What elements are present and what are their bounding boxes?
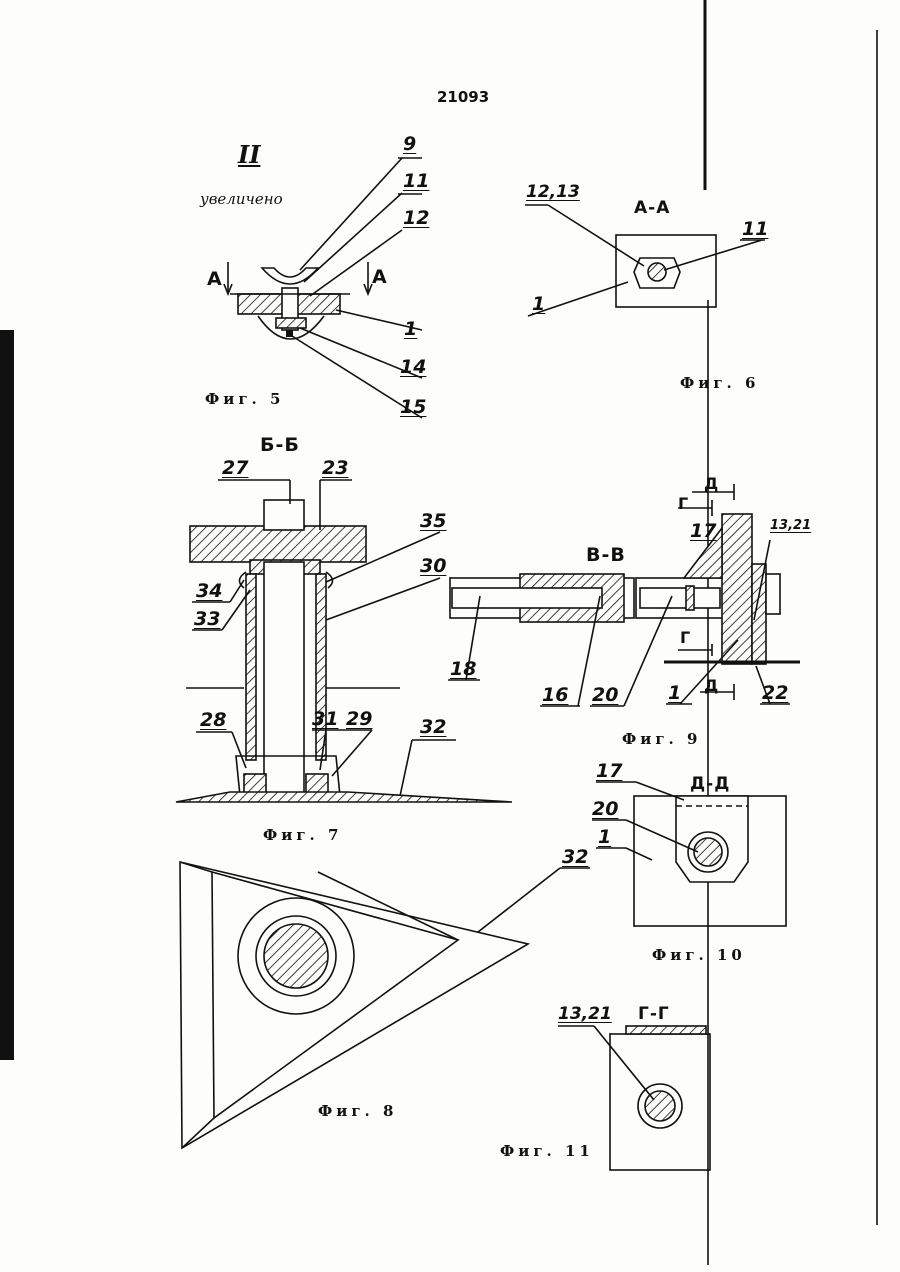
fig7-drawing	[176, 480, 512, 802]
fig9-caption: Фиг. 9	[622, 730, 701, 748]
fig5-note: увеличено	[200, 190, 283, 208]
fig9-section-label: В-В	[586, 544, 626, 566]
fig11-caption: Фиг. 11	[500, 1142, 594, 1160]
fig7-callout-33: 33	[194, 608, 220, 630]
fig9-callout-17: 17	[690, 520, 716, 542]
fig5-callout-1: 1	[404, 318, 417, 340]
fig7-callout-28: 28	[200, 709, 226, 731]
fig7-caption: Фиг. 7	[263, 826, 342, 844]
fig9-section-mark-g-bottom: Г	[680, 628, 691, 647]
fig5-section-mark-left: А	[207, 268, 223, 290]
fig7-callout-27: 27	[222, 457, 248, 479]
fig7-callout-30: 30	[420, 555, 446, 577]
fig6-callout-11: 11	[742, 218, 768, 240]
fig6-drawing	[525, 205, 765, 316]
fig5-callout-14: 14	[400, 356, 426, 378]
fig6-section-label: А-А	[634, 198, 670, 218]
fig9-section-mark-d-top: Д	[704, 474, 719, 493]
fig6-caption: Фиг. 6	[680, 374, 759, 392]
fig5-callout-15: 15	[400, 396, 426, 418]
fig7-callout-31: 31	[312, 708, 338, 730]
fig9-callout-18: 18	[450, 658, 476, 680]
fig9-drawing	[448, 484, 800, 706]
fig10-callout-20: 20	[592, 798, 618, 820]
fig8-caption: Фиг. 8	[318, 1102, 397, 1120]
fig9-section-mark-g-top: Г	[678, 494, 689, 513]
fig11-section-label: Г-Г	[638, 1004, 670, 1024]
fig5-callout-11: 11	[403, 170, 429, 192]
fig10-drawing	[592, 782, 786, 926]
fig7-section-label: Б-Б	[260, 434, 300, 456]
fig7-callout-23: 23	[322, 457, 348, 479]
fig8-callout-32: 32	[562, 846, 588, 868]
fig9-callout-1: 1	[668, 682, 681, 704]
fig9-section-mark-d-bottom: Д	[704, 676, 719, 695]
fig9-callout-20: 20	[592, 684, 618, 706]
fig5-section-roman: II	[238, 140, 260, 169]
fig6-callout-12-13: 12,13	[526, 182, 580, 202]
page-number: 21093	[437, 88, 489, 106]
fig5-callout-12: 12	[403, 207, 429, 229]
fig11-callout-13-21: 13,21	[558, 1004, 612, 1024]
fig10-callout-1: 1	[598, 826, 611, 848]
fig9-callout-13-21: 13,21	[770, 518, 811, 533]
fig7-callout-32: 32	[420, 716, 446, 738]
fig5-caption: Фиг. 5	[205, 390, 284, 408]
fig7-callout-34: 34	[196, 580, 222, 602]
fig10-section-label: Д-Д	[690, 774, 730, 794]
fig10-callout-17: 17	[596, 760, 622, 782]
fig5-section-mark-right: А	[372, 266, 388, 288]
fig6-callout-1: 1	[532, 293, 545, 315]
fig5-callout-9: 9	[403, 133, 416, 155]
fig9-callout-16: 16	[542, 684, 568, 706]
fig7-callout-35: 35	[420, 510, 446, 532]
fig10-caption: Фиг. 10	[652, 946, 746, 964]
fig7-callout-29: 29	[346, 708, 372, 730]
fig9-callout-22: 22	[762, 682, 788, 704]
